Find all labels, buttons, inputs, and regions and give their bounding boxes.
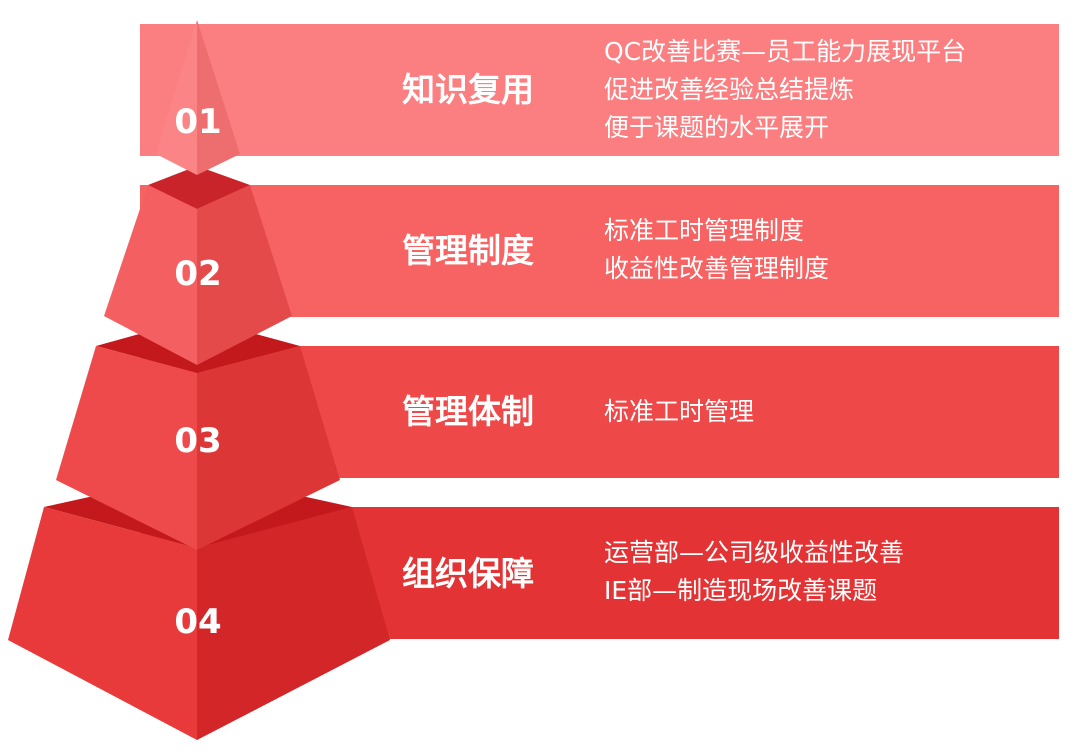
pyramid-tier-2 [104,166,292,365]
level-4-line: 运营部—公司级收益性改善 [604,538,905,567]
level-2-lines: 标准工时管理制度 收益性改善管理制度 [604,212,1054,288]
level-4-line: IE部—制造现场改善课题 [604,576,878,605]
level-4-title: 组织保障 [402,554,534,593]
level-1-number: 01 [174,102,222,142]
level-2-band [140,185,1059,317]
level-1-title: 知识复用 [402,70,534,109]
level-1-line: 促进改善经验总结提炼 [604,75,855,104]
level-2-line: 收益性改善管理制度 [604,254,830,283]
level-4-lines: 运营部—公司级收益性改善 IE部—制造现场改善课题 [604,534,1054,610]
level-1-line: 便于课题的水平展开 [604,113,830,142]
level-4-number: 04 [174,602,222,642]
level-3-title: 管理体制 [402,392,534,431]
level-3-number: 03 [174,421,222,461]
level-3-lines: 标准工时管理 [604,393,1054,431]
level-3-line: 标准工时管理 [604,397,755,426]
level-2-line: 标准工时管理制度 [604,216,805,245]
level-2-number: 02 [174,254,222,294]
pyramid-tier-1 [156,20,240,175]
level-1-band [140,24,1059,156]
level-1-lines: QC改善比赛—员工能力展现平台 促进改善经验总结提炼 便于课题的水平展开 [604,33,1054,147]
pyramid-tier-3 [56,318,340,550]
level-1-line: QC改善比赛—员工能力展现平台 [604,37,967,66]
level-2-title: 管理制度 [402,231,534,270]
